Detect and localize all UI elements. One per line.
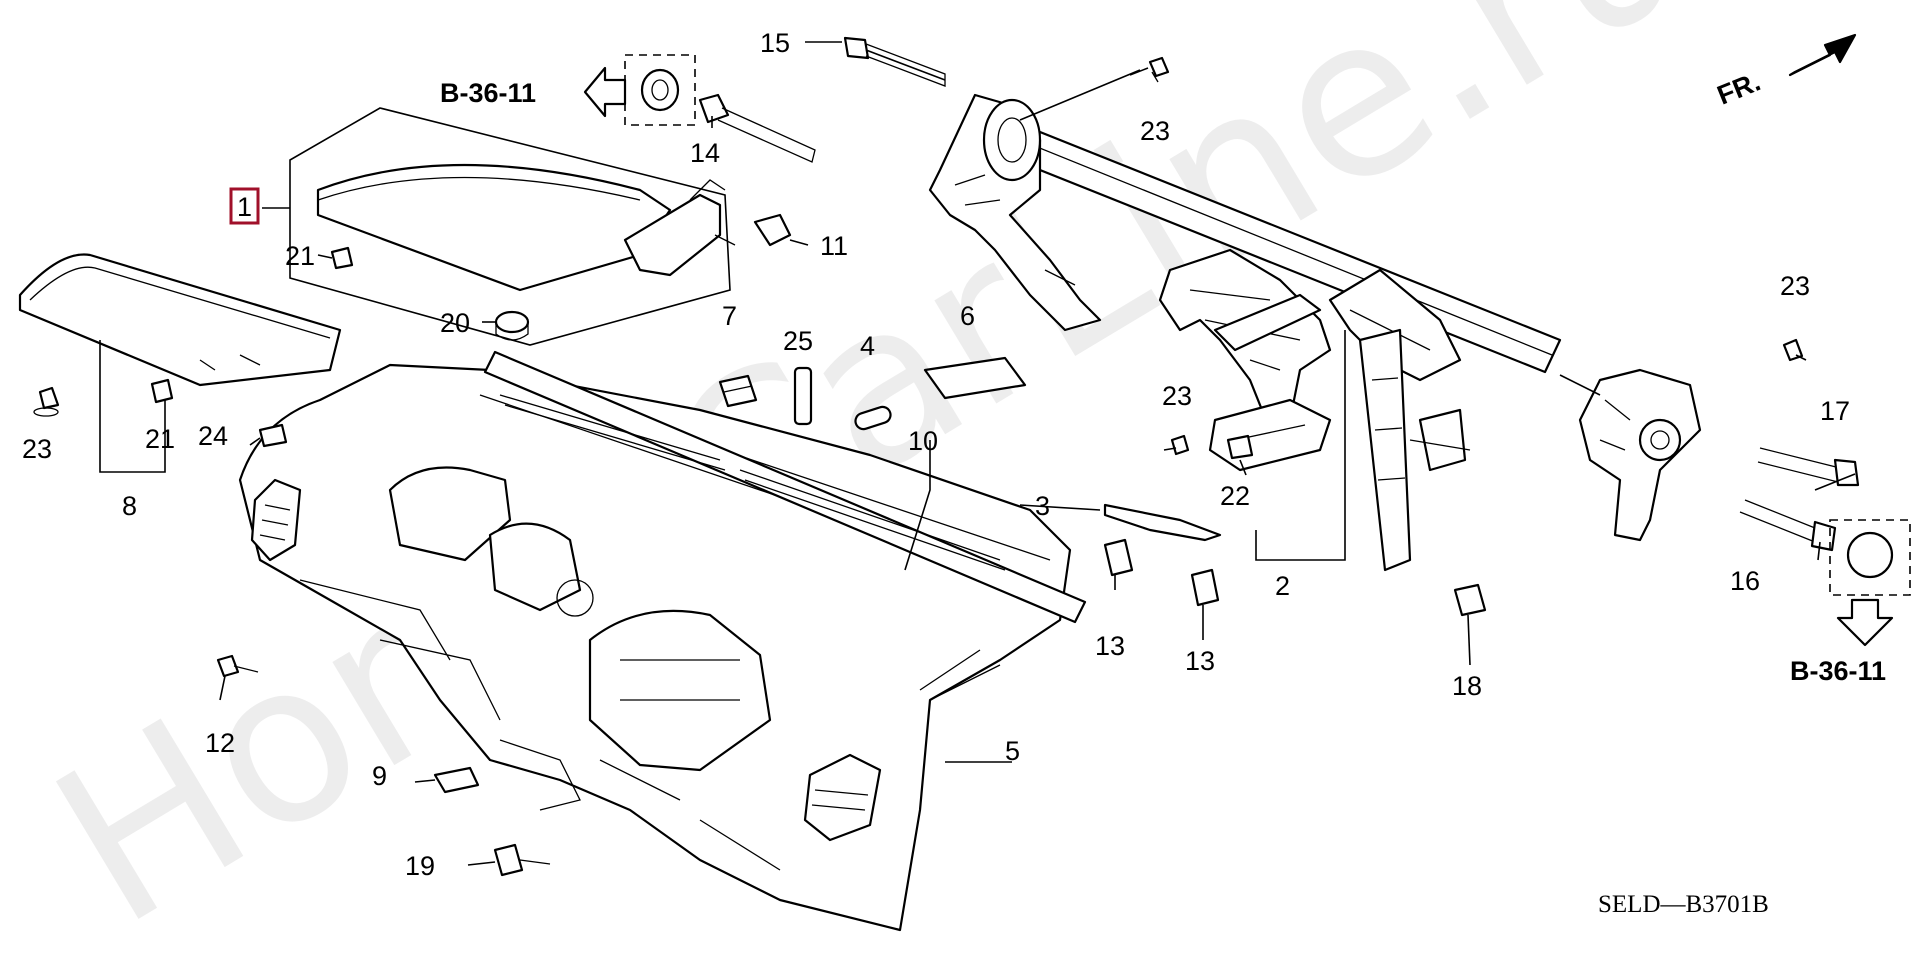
reference-arrow-bottom [1836, 598, 1894, 647]
clip-11[interactable] [753, 213, 792, 247]
callout-1[interactable]: 1 [237, 192, 252, 222]
front-direction-label: FR. [1713, 66, 1765, 110]
callout-18[interactable]: 18 [1452, 671, 1482, 701]
callout-19[interactable]: 19 [405, 851, 435, 881]
clip-21-upper[interactable] [330, 246, 354, 270]
callout-11[interactable]: 11 [820, 231, 848, 261]
callout-24[interactable]: 24 [198, 421, 228, 451]
callout-25[interactable]: 25 [783, 326, 813, 356]
callout-21-lower[interactable]: 21 [145, 424, 175, 454]
spacer-25[interactable] [793, 366, 813, 426]
callout-20[interactable]: 20 [440, 308, 470, 338]
callout-15[interactable]: 15 [760, 28, 790, 58]
callout-17[interactable]: 17 [1820, 396, 1850, 426]
clip-22[interactable] [1226, 434, 1254, 460]
callout-2[interactable]: 2 [1275, 571, 1290, 601]
bracket-3[interactable] [1103, 503, 1222, 542]
sheet-code: SELD—B3701B [1598, 891, 1769, 918]
callout-13-right[interactable]: 13 [1185, 646, 1215, 676]
callout-5[interactable]: 5 [1005, 736, 1020, 766]
callout-22[interactable]: 22 [1220, 481, 1250, 511]
part1-boundary [289, 107, 731, 346]
clip-24[interactable] [258, 423, 288, 448]
callout-16[interactable]: 16 [1730, 566, 1760, 596]
instrument-panel[interactable] [238, 350, 1087, 932]
clip-21-lower[interactable] [150, 378, 174, 404]
upper-lid-assembly[interactable] [316, 163, 736, 292]
bolt-18[interactable] [1453, 583, 1487, 617]
reference-arrow-top [583, 66, 627, 118]
callout-12[interactable]: 12 [205, 728, 235, 758]
pad-6[interactable] [923, 356, 1027, 400]
screw-12[interactable] [216, 654, 240, 678]
cap-top[interactable] [640, 68, 680, 112]
callout-labels: 1 2 3 4 5 6 7 8 9 10 11 12 13 13 14 15 1… [22, 28, 1850, 881]
callout-8[interactable]: 8 [122, 491, 137, 521]
callout-13-left[interactable]: 13 [1095, 631, 1125, 661]
bolt-13-left[interactable] [1103, 538, 1134, 577]
callout-21-upper[interactable]: 21 [285, 241, 315, 271]
front-direction-arrow [1788, 33, 1857, 77]
clip-9[interactable] [433, 766, 480, 794]
callout-23-left[interactable]: 23 [22, 434, 52, 464]
bolt-17[interactable] [1833, 458, 1860, 487]
bolt-16[interactable] [1810, 520, 1837, 552]
cap-bottom[interactable] [1846, 531, 1894, 579]
callout-6[interactable]: 6 [960, 301, 975, 331]
reference-box-bottom [1829, 519, 1911, 596]
bolt-14[interactable] [698, 93, 730, 124]
clip-20[interactable] [494, 310, 530, 334]
screw-23-left[interactable] [38, 386, 60, 410]
screw-23-middle[interactable] [1170, 434, 1190, 456]
reference-label-bottom: B-36-11 [1790, 656, 1886, 686]
callout-14[interactable]: 14 [690, 138, 720, 168]
highlight-box-part-1 [229, 187, 260, 225]
callout-23-right[interactable]: 23 [1780, 271, 1810, 301]
pad-4[interactable] [853, 405, 892, 431]
callout-10[interactable]: 10 [908, 426, 938, 456]
callout-23-top[interactable]: 23 [1140, 116, 1170, 146]
dash-lid-panel[interactable] [18, 253, 342, 387]
steering-hanger-beam[interactable] [928, 93, 1702, 572]
callout-7[interactable]: 7 [722, 301, 737, 331]
screw-23-top[interactable] [1148, 56, 1170, 78]
callout-4[interactable]: 4 [860, 331, 875, 361]
callout-9[interactable]: 9 [372, 761, 387, 791]
bolt-13-right[interactable] [1190, 568, 1220, 607]
bolt-19[interactable] [493, 843, 524, 877]
callout-23-middle[interactable]: 23 [1162, 381, 1192, 411]
clip-7[interactable] [718, 374, 758, 408]
reference-label-top: B-36-11 [440, 78, 536, 108]
leader-lines [99, 41, 1856, 866]
bolt-15[interactable] [843, 36, 870, 60]
callout-3[interactable]: 3 [1035, 491, 1050, 521]
